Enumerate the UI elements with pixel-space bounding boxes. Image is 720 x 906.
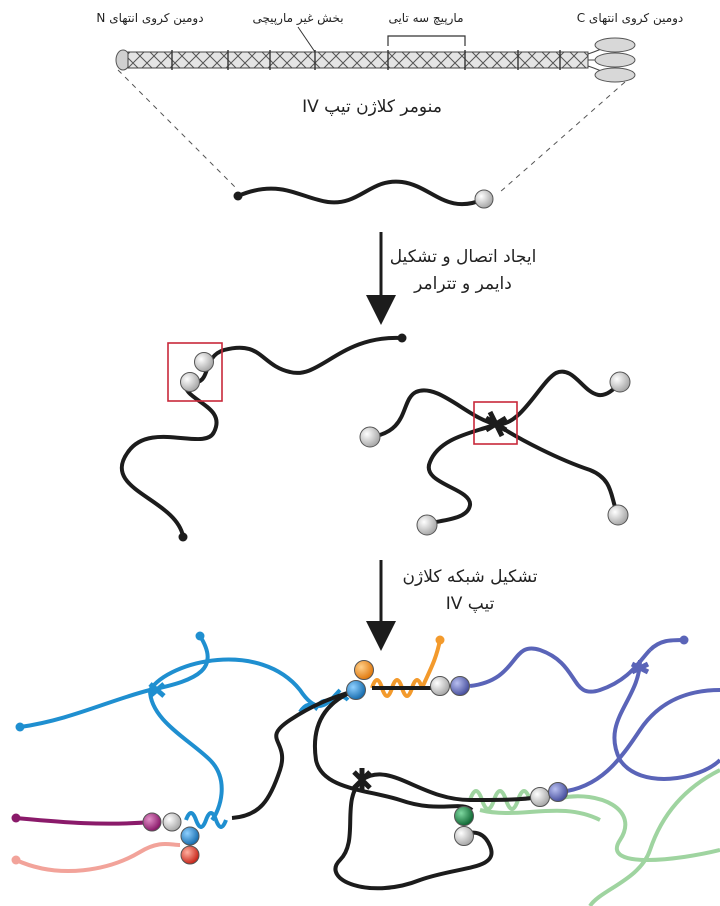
nc1-domain-ball xyxy=(454,806,474,826)
network-strand-pink xyxy=(15,842,181,873)
n-terminal-end xyxy=(233,191,243,201)
nc1-domain-ball xyxy=(530,787,550,807)
nonhelical-pointer xyxy=(297,26,316,53)
nc1-domain-ball xyxy=(548,782,568,802)
network-strand-green xyxy=(588,768,720,906)
c-globular-domain xyxy=(594,52,636,68)
n-terminal-end xyxy=(679,635,689,645)
nc1-domain-ball xyxy=(609,371,631,393)
dimer xyxy=(119,333,407,542)
nc1-domain-ball xyxy=(416,514,438,536)
nc1-domain-ball xyxy=(162,812,182,832)
network-strand-black xyxy=(231,688,357,820)
c-globular-domain xyxy=(594,67,636,83)
nc1-domain-ball xyxy=(450,676,470,696)
nc1-domain-ball xyxy=(346,680,366,700)
step2-label-line2: تیپ IV xyxy=(446,594,495,614)
nc1-domain-ball xyxy=(180,372,200,392)
n-terminal-end xyxy=(178,532,188,542)
nc1-domain-ball xyxy=(180,845,200,865)
zoom-guide-left xyxy=(117,69,239,191)
7s-crosslink-blue xyxy=(148,682,166,698)
7s-domain-box xyxy=(473,401,518,445)
n-terminal-end xyxy=(15,722,25,732)
triple-helix-rod xyxy=(127,51,589,69)
network-strand-purple xyxy=(15,816,153,826)
7s-crosslink-knot xyxy=(484,410,508,438)
nc1-domain-ball xyxy=(474,189,494,209)
helix-coil-orange xyxy=(370,678,424,698)
nc1-dimerization-box xyxy=(167,342,223,402)
7s-crosslink-navy xyxy=(630,661,650,675)
monomer-strand xyxy=(233,179,494,209)
step1-label-line1: ایجاد اتصال و تشکیل xyxy=(390,247,537,267)
7s-crosslink-black xyxy=(352,768,372,792)
n-domain-label: دومین کروی انتهای N xyxy=(96,11,203,26)
nc1-domain-ball xyxy=(180,826,200,846)
nc1-domain-ball xyxy=(194,352,214,372)
nc1-domain-ball xyxy=(354,660,374,680)
nonhelical-label: بخش غیر مارپیچی xyxy=(252,11,343,26)
network-strand-blue xyxy=(19,634,210,729)
triple-helix-label: مارپیچ سه تایی xyxy=(388,11,463,26)
nc1-domain-ball xyxy=(454,826,474,846)
collagen-network xyxy=(11,631,720,906)
step2-label-line1: تشکیل شبکه کلاژن xyxy=(403,567,538,587)
nc1-domain-ball xyxy=(430,676,450,696)
nonhelical-interruptions xyxy=(171,50,561,70)
n-terminal-end xyxy=(397,333,407,343)
c-globular-domain xyxy=(594,37,636,53)
network-strand-navy xyxy=(469,646,652,694)
triple-helix-bracket xyxy=(387,35,466,46)
nc1-domain-ball xyxy=(359,426,381,448)
step1-label-line2: دایمر و تترامر xyxy=(413,274,512,294)
n-terminal-end xyxy=(11,813,21,823)
monomer-schematic: دومین کروی انتهای N بخش غیر مارپیچی مارپ… xyxy=(96,11,684,193)
network-strand-green xyxy=(559,794,720,862)
nc1-domain-ball xyxy=(142,812,162,832)
tetramer xyxy=(359,369,631,536)
nc1-domain-ball xyxy=(607,504,629,526)
c-domain-label: دومین کروی انتهای C xyxy=(577,11,684,26)
helix-coil-blue xyxy=(184,811,228,829)
n-terminal-end xyxy=(195,631,205,641)
monomer-label: منومر کلاژن تیپ IV xyxy=(302,97,442,117)
n-terminal-end xyxy=(11,855,21,865)
zoom-guide-right xyxy=(499,81,626,193)
n-terminal-end xyxy=(435,635,445,645)
